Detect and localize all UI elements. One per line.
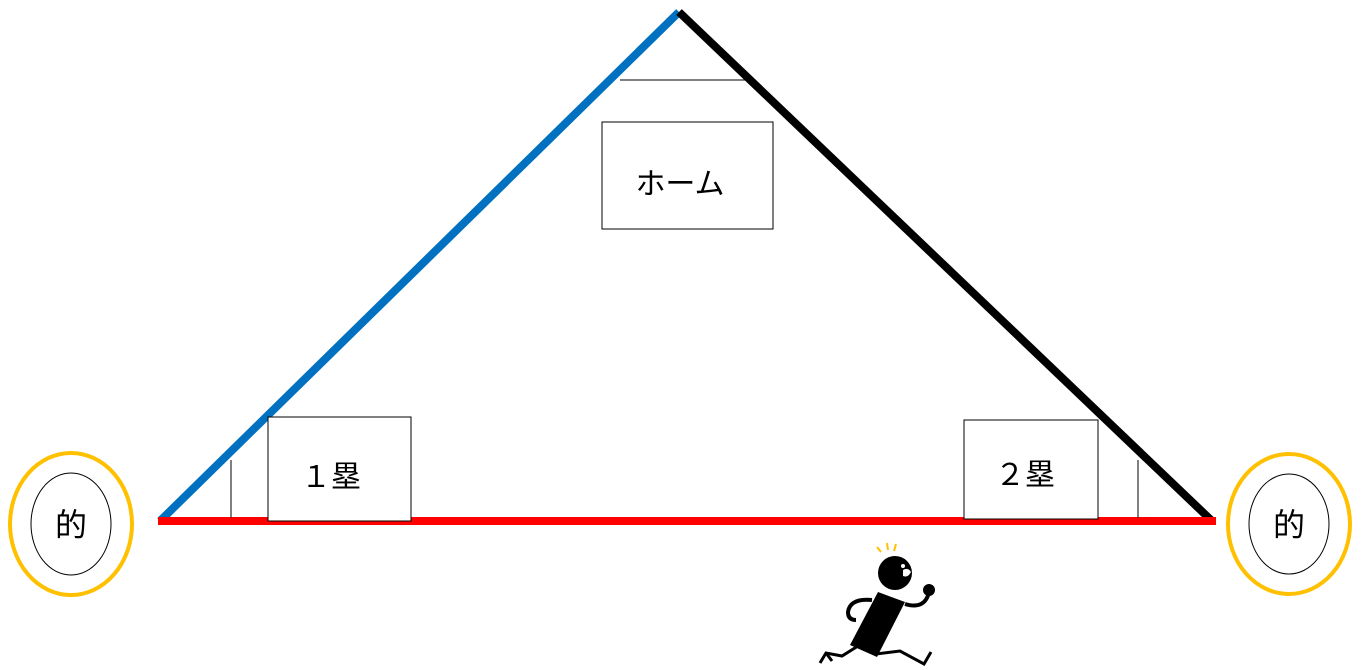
running-person-icon — [818, 542, 935, 667]
target-right: 的 — [1226, 452, 1352, 596]
first-base-label: １塁 — [301, 460, 361, 495]
home-box: ホーム — [601, 121, 774, 230]
target-right-label: 的 — [1273, 506, 1305, 544]
first-base-box: １塁 — [267, 416, 412, 522]
right-side-line — [676, 9, 1215, 524]
target-left: 的 — [8, 451, 134, 597]
left-side-line — [157, 9, 682, 524]
home-label: ホーム — [635, 167, 724, 202]
second-base-box: ２塁 — [963, 419, 1099, 520]
second-base-label: ２塁 — [995, 458, 1055, 493]
target-left-label: 的 — [55, 506, 87, 544]
